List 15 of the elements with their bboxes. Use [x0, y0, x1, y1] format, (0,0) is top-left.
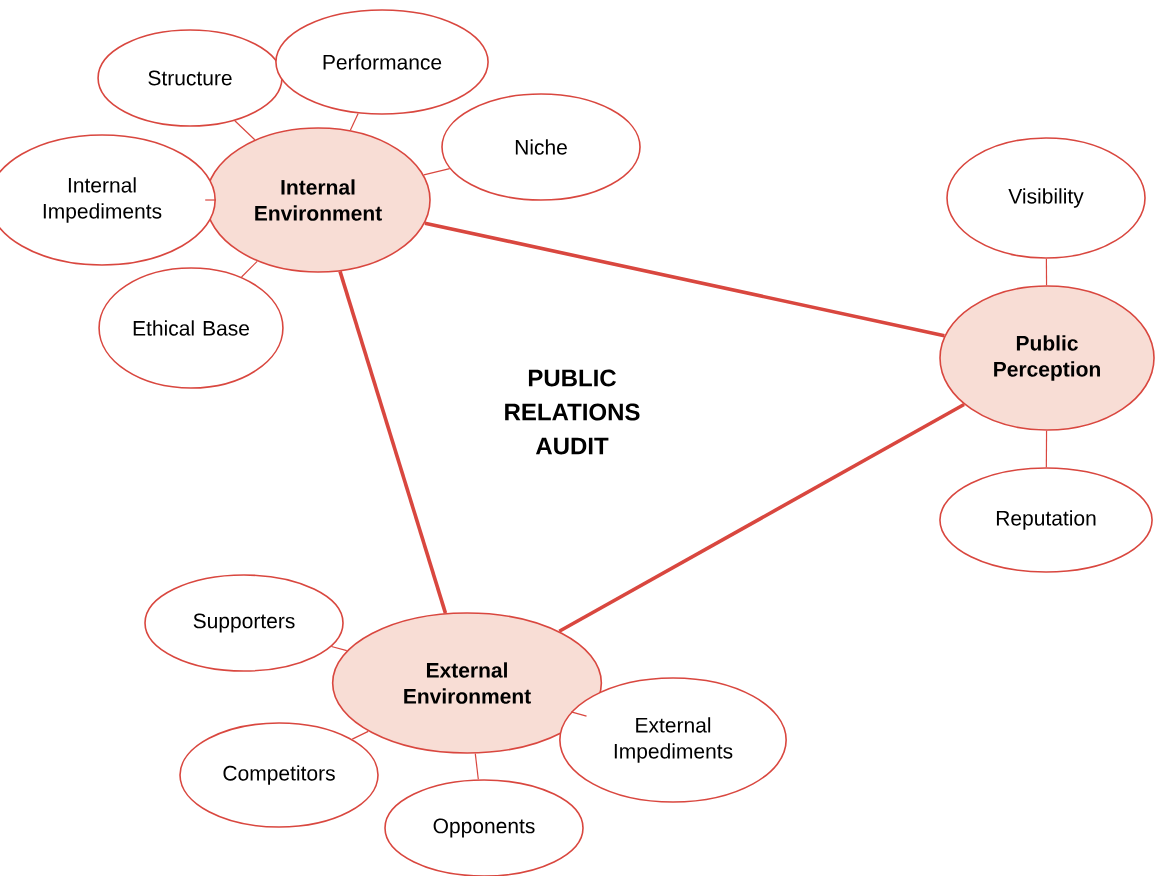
connector-line — [1045, 258, 1048, 286]
connector-line — [349, 112, 359, 131]
connector-line — [240, 260, 258, 278]
connector-line — [474, 753, 479, 780]
connector-line — [1045, 430, 1048, 468]
connector-line — [558, 402, 965, 633]
connector-line — [204, 199, 217, 201]
connector-line — [424, 221, 945, 338]
connector-line — [351, 730, 369, 740]
connector-line — [570, 711, 588, 717]
connector-line — [234, 120, 256, 141]
connector-line — [330, 645, 348, 652]
title: PUBLIC RELATIONS AUDIT — [505, 369, 640, 455]
connector-line — [423, 168, 451, 176]
connector-line — [338, 270, 448, 614]
